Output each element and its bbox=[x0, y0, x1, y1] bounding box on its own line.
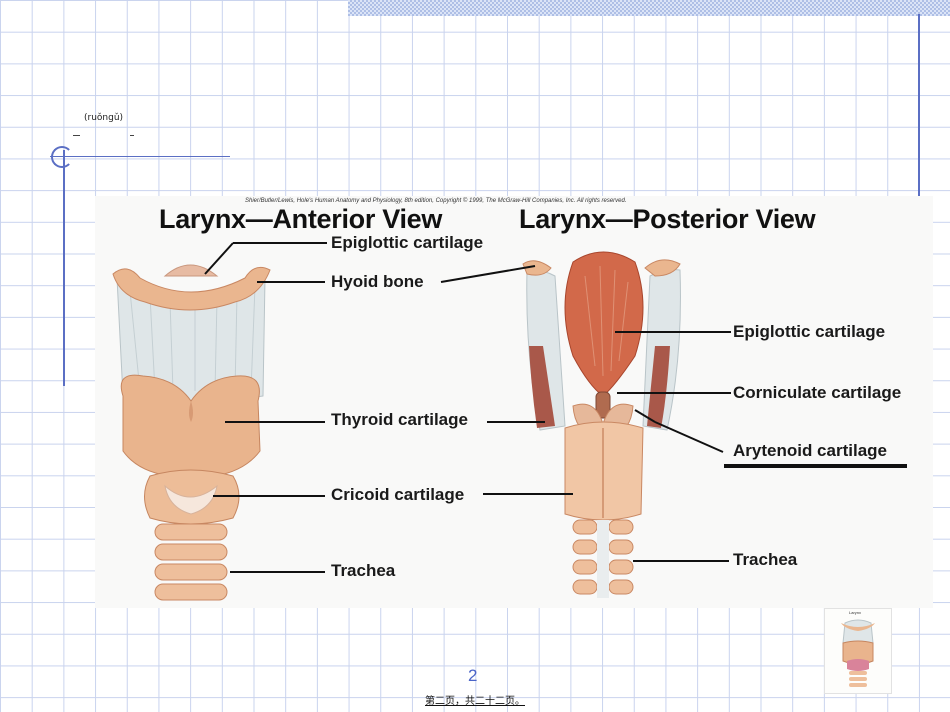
header-pattern-band bbox=[348, 0, 950, 16]
label-thyroid-cartilage: Thyroid cartilage bbox=[331, 410, 468, 429]
dash-mark bbox=[73, 135, 80, 136]
larynx-thumbnail-image: Larynx bbox=[824, 608, 892, 694]
page-number: 2 bbox=[468, 666, 478, 685]
label-hyoid-bone: Hyoid bone bbox=[331, 272, 424, 291]
larynx-drawing bbox=[112, 242, 731, 601]
anterior-view-title: Larynx—Anterior View bbox=[159, 204, 443, 234]
figure-credit: Shier/Butler/Lewis, Hole's Human Anatomy… bbox=[245, 198, 627, 204]
label-cricoid-cartilage: Cricoid cartilage bbox=[331, 485, 465, 504]
dash-mark bbox=[130, 135, 134, 136]
arytenoid-underline bbox=[724, 464, 907, 468]
thumbnail-drawing bbox=[841, 619, 875, 687]
ruby-annotation: (ruǒngǔ) bbox=[84, 113, 124, 123]
decorative-vertical-rule-right bbox=[918, 14, 920, 196]
label-epiglottic-cartilage-anterior: Epiglottic cartilage bbox=[331, 233, 484, 252]
label-arytenoid-cartilage: Arytenoid cartilage bbox=[733, 441, 887, 460]
posterior-larynx-drawing bbox=[522, 251, 681, 598]
thumbnail-caption: Larynx bbox=[849, 610, 862, 615]
label-epiglottic-cartilage-posterior: Epiglottic cartilage bbox=[733, 322, 886, 341]
page-footer-link[interactable]: 第二页，共二十二页。 bbox=[425, 696, 525, 707]
label-corniculate-cartilage: Corniculate cartilage bbox=[733, 383, 902, 402]
circle-bullet-icon bbox=[51, 146, 73, 168]
posterior-view-title: Larynx—Posterior View bbox=[519, 204, 816, 234]
label-trachea-anterior: Trachea bbox=[331, 561, 396, 580]
decorative-vertical-rule-left bbox=[63, 150, 65, 386]
larynx-illustration: Shier/Butler/Lewis, Hole's Human Anatomy… bbox=[95, 196, 933, 608]
anterior-larynx-drawing bbox=[112, 264, 271, 601]
decorative-horizontal-rule bbox=[50, 156, 230, 157]
label-trachea-posterior: Trachea bbox=[733, 550, 798, 569]
